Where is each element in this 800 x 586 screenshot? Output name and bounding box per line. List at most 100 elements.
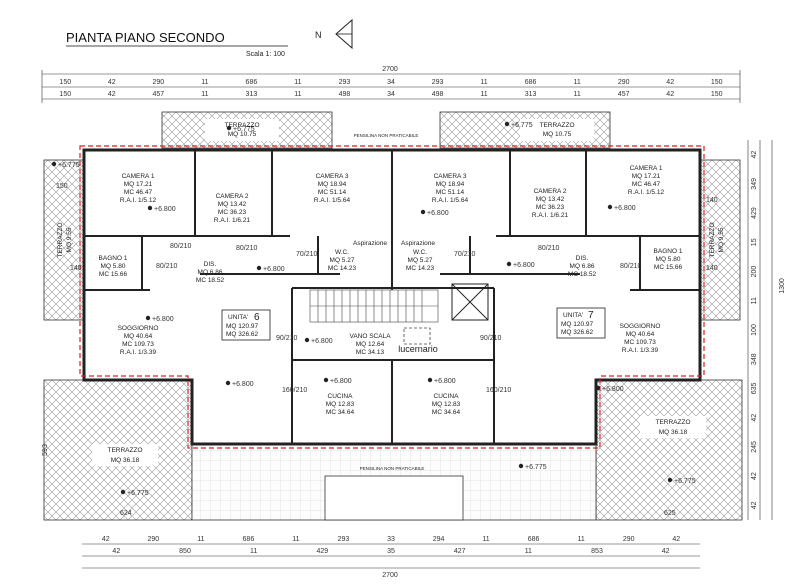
svg-text:SOGGIORNO: SOGGIORNO [118,325,159,332]
svg-text:80/210: 80/210 [170,243,192,250]
dimension-value: 686 [243,536,255,543]
room-camera2-right: CAMERA 2 MQ 13.42 MC 36.23 R.A.I. 1/6.21 [532,188,569,219]
svg-text:80/210: 80/210 [620,263,642,270]
unit-6-box [221,309,271,341]
dimension-value: 313 [246,91,258,98]
dimension-value: 11 [578,536,585,543]
svg-text:150: 150 [56,183,68,190]
unit-6-number: 6 [254,312,260,323]
dimension-value: 429 [316,548,328,555]
terrace-bottom-right [595,379,743,521]
terrace-left-area: MQ 9.55 [66,227,73,252]
svg-text:90/210: 90/210 [276,335,298,342]
dimension-value: 11 [480,91,487,98]
dimension-value: 427 [454,548,466,555]
dimension-value: 11 [294,91,301,98]
dimension-value: 35 [387,548,395,555]
dimension-value: 313 [525,91,537,98]
terrace-left [43,159,85,321]
level-marker-icon [51,121,673,495]
svg-text:CUCINA: CUCINA [434,393,460,400]
dimension-value: 11 [573,79,580,86]
level-b-6: +6.800 [152,316,174,323]
unit-6-mq: MQ 120.97 [226,323,259,330]
room-bagno-right: BAGNO 1 MQ 5.80 MC 15.66 [654,248,683,271]
svg-text:CAMERA 2: CAMERA 2 [216,193,249,200]
top-total-dimension: 2700 [382,66,398,73]
svg-text:MQ 40.64: MQ 40.64 [626,331,655,338]
svg-text:CAMERA 3: CAMERA 3 [434,173,467,180]
svg-text:MC 34.64: MC 34.64 [432,409,461,416]
svg-text:MQ 6.86: MQ 6.86 [570,263,595,270]
unit-6-mq2: MQ 326.62 [226,331,259,338]
dimension-value: 34 [387,91,395,98]
svg-text:R.A.I. 1/6.21: R.A.I. 1/6.21 [532,212,569,219]
dimension-value: 294 [433,536,445,543]
dimension-value: 686 [246,79,258,86]
svg-text:MQ 17.21: MQ 17.21 [124,181,153,188]
svg-text:MC 34.13: MC 34.13 [356,349,385,356]
dimension-value: 349 [751,178,758,190]
dimension-value: 100 [751,324,758,336]
level-b-11: +6.800 [602,386,624,393]
svg-text:MQ 40.64: MQ 40.64 [124,333,153,340]
svg-text:MC 18.52: MC 18.52 [196,277,225,284]
level-b-1: +6.800 [154,206,176,213]
svg-text:MC 46.47: MC 46.47 [124,189,153,196]
level-b-8: +6.800 [330,378,352,385]
dimension-value: 290 [618,79,630,86]
unit-6-label: UNITA' [228,314,248,321]
dimension-value: 42 [751,472,758,480]
svg-text:MQ 5.27: MQ 5.27 [408,257,433,264]
svg-text:MQ 5.80: MQ 5.80 [656,256,681,263]
svg-text:MC 46.47: MC 46.47 [632,181,661,188]
level-a-6: +6.775 [674,478,696,485]
room-camera3-right: CAMERA 3 MQ 18.94 MC 51.14 R.A.I. 1/5.64 [432,173,469,204]
svg-text:W.C.: W.C. [413,249,427,256]
dimension-value: 150 [711,79,723,86]
dimension-value: 42 [102,536,110,543]
bottom-dimension-lines [82,543,700,569]
svg-text:MC 109.73: MC 109.73 [122,341,154,348]
north-label: N [315,30,322,40]
terrace-top-right-name: TERRAZZO [539,122,574,129]
svg-text:80/210: 80/210 [538,245,560,252]
dimension-value: 42 [666,79,674,86]
svg-text:MQ 6.86: MQ 6.86 [198,269,223,276]
svg-text:MC 15.66: MC 15.66 [654,264,683,271]
level-b-4: +6.800 [427,210,449,217]
dimension-value: 42 [112,548,120,555]
svg-text:BAGNO 1: BAGNO 1 [654,248,683,255]
level-b-2: +6.800 [263,266,285,273]
door-labels: 80/210 80/210 80/210 70/210 70/210 80/21… [156,243,642,394]
dimension-value: 42 [751,501,758,509]
svg-text:MQ 12.83: MQ 12.83 [432,401,461,408]
unit-7-mq: MQ 120.97 [561,321,594,328]
svg-text:160/210: 160/210 [282,387,307,394]
dimension-value: 293 [338,536,350,543]
room-vano-scala: VANO SCALA MQ 12.64 MC 34.13 [349,333,391,356]
dimension-value: 42 [672,536,680,543]
dimension-value: 429 [751,207,758,219]
svg-text:160/210: 160/210 [486,387,511,394]
dimension-value: 150 [59,91,71,98]
svg-text:R.A.I. 1/3.39: R.A.I. 1/3.39 [120,349,157,356]
svg-text:MC 51.14: MC 51.14 [436,189,465,196]
dimension-value: 850 [179,548,191,555]
terrace-bottom-left-label-bg [92,444,158,466]
svg-text:MC 36.23: MC 36.23 [218,209,247,216]
svg-text:R.A.I. 1/5.12: R.A.I. 1/5.12 [628,189,665,196]
svg-text:MC 18.52: MC 18.52 [568,271,597,278]
terrace-top-left-area: MQ 10.75 [228,131,257,138]
dimension-value: 11 [525,548,532,555]
bottom-total-dimension: 2700 [382,572,398,579]
svg-text:80/210: 80/210 [156,263,178,270]
dimension-value: 11 [751,297,758,304]
dimension-value: 33 [387,536,395,543]
canopy-top-label: PENSILINA NON PRATICABILE [354,133,419,138]
dimension-value: 42 [751,414,758,422]
svg-text:80/210: 80/210 [236,245,258,252]
dimension-value: 686 [525,79,537,86]
